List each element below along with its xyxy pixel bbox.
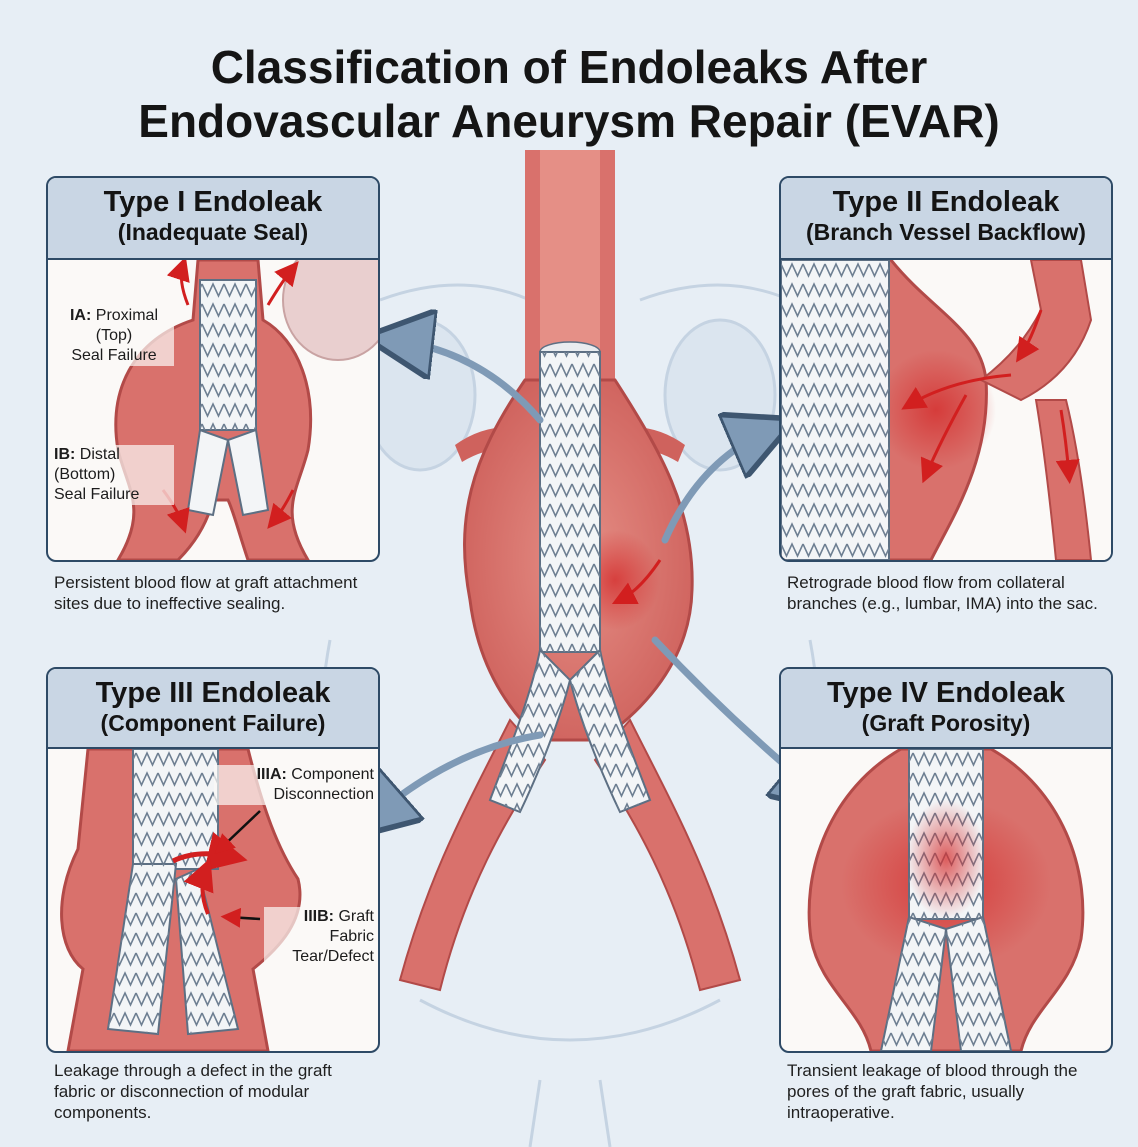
panel-type1: Type I Endoleak (Inadequate Seal) IA: Pr… [46, 176, 380, 562]
panel-type1-subtitle: (Inadequate Seal) [48, 218, 378, 246]
title-line-1: Classification of Endoleaks After [0, 40, 1138, 94]
type1-label-ib-line3: Seal Failure [54, 485, 174, 505]
type1-label-ia-line3: Seal Failure [54, 346, 174, 366]
panel-type2: Type II Endoleak (Branch Vessel Backflow… [779, 176, 1113, 562]
type3-label-iiia-text: Component [291, 766, 374, 783]
panel-type4-header: Type IV Endoleak (Graft Porosity) [781, 669, 1111, 749]
panel-type2-subtitle: (Branch Vessel Backflow) [781, 218, 1111, 246]
type1-label-ib: IB: Distal (Bottom) Seal Failure [54, 445, 174, 505]
panel-type3-header: Type III Endoleak (Component Failure) [48, 669, 378, 749]
type1-label-ib-text: Distal [80, 446, 120, 463]
type2-illustration [781, 260, 1111, 560]
type3-label-iiia-line2: Disconnection [214, 785, 374, 805]
type3-label-iiib-code: IIIB: [304, 908, 334, 925]
panel-type4-subtitle: (Graft Porosity) [781, 709, 1111, 737]
type4-description: Transient leakage of blood through the p… [787, 1060, 1109, 1123]
panel-type4: Type IV Endoleak (Graft Porosity) [779, 667, 1113, 1053]
panel-type4-title: Type IV Endoleak [781, 669, 1111, 709]
type2-description: Retrograde blood flow from collateral br… [787, 572, 1109, 614]
panel-type2-header: Type II Endoleak (Branch Vessel Backflow… [781, 178, 1111, 260]
type1-label-ia-code: IA: [70, 307, 91, 324]
title-line-2: Endovascular Aneurysm Repair (EVAR) [0, 94, 1138, 148]
panel-type3-title: Type III Endoleak [48, 669, 378, 709]
page-title: Classification of Endoleaks After Endova… [0, 40, 1138, 148]
panel-type3-subtitle: (Component Failure) [48, 709, 378, 737]
type1-label-ia: IA: Proximal (Top) Seal Failure [54, 306, 174, 366]
panel-type1-title: Type I Endoleak [48, 178, 378, 218]
type3-label-iiib: IIIB: Graft Fabric Tear/Defect [264, 907, 374, 967]
type3-label-iiia: IIIA: Component Disconnection [214, 765, 374, 805]
type3-label-iiib-text: Graft [338, 908, 374, 925]
type3-label-iiib-line2: Fabric [264, 927, 374, 947]
type1-label-ib-code: IB: [54, 446, 75, 463]
type4-illustration [781, 749, 1111, 1051]
type1-label-ia-line2: (Top) [54, 326, 174, 346]
type3-description: Leakage through a defect in the graft fa… [54, 1060, 354, 1123]
type1-description: Persistent blood flow at graft attachmen… [54, 572, 372, 614]
type1-illustration [48, 260, 378, 560]
panel-type3: Type III Endoleak (Component Failure) II… [46, 667, 380, 1053]
type1-label-ib-line2: (Bottom) [54, 465, 174, 485]
type1-label-ia-text: Proximal [96, 307, 158, 324]
panel-type1-header: Type I Endoleak (Inadequate Seal) [48, 178, 378, 260]
panel-type2-title: Type II Endoleak [781, 178, 1111, 218]
type3-label-iiib-line3: Tear/Defect [264, 947, 374, 967]
type3-label-iiia-code: IIIA: [257, 766, 287, 783]
